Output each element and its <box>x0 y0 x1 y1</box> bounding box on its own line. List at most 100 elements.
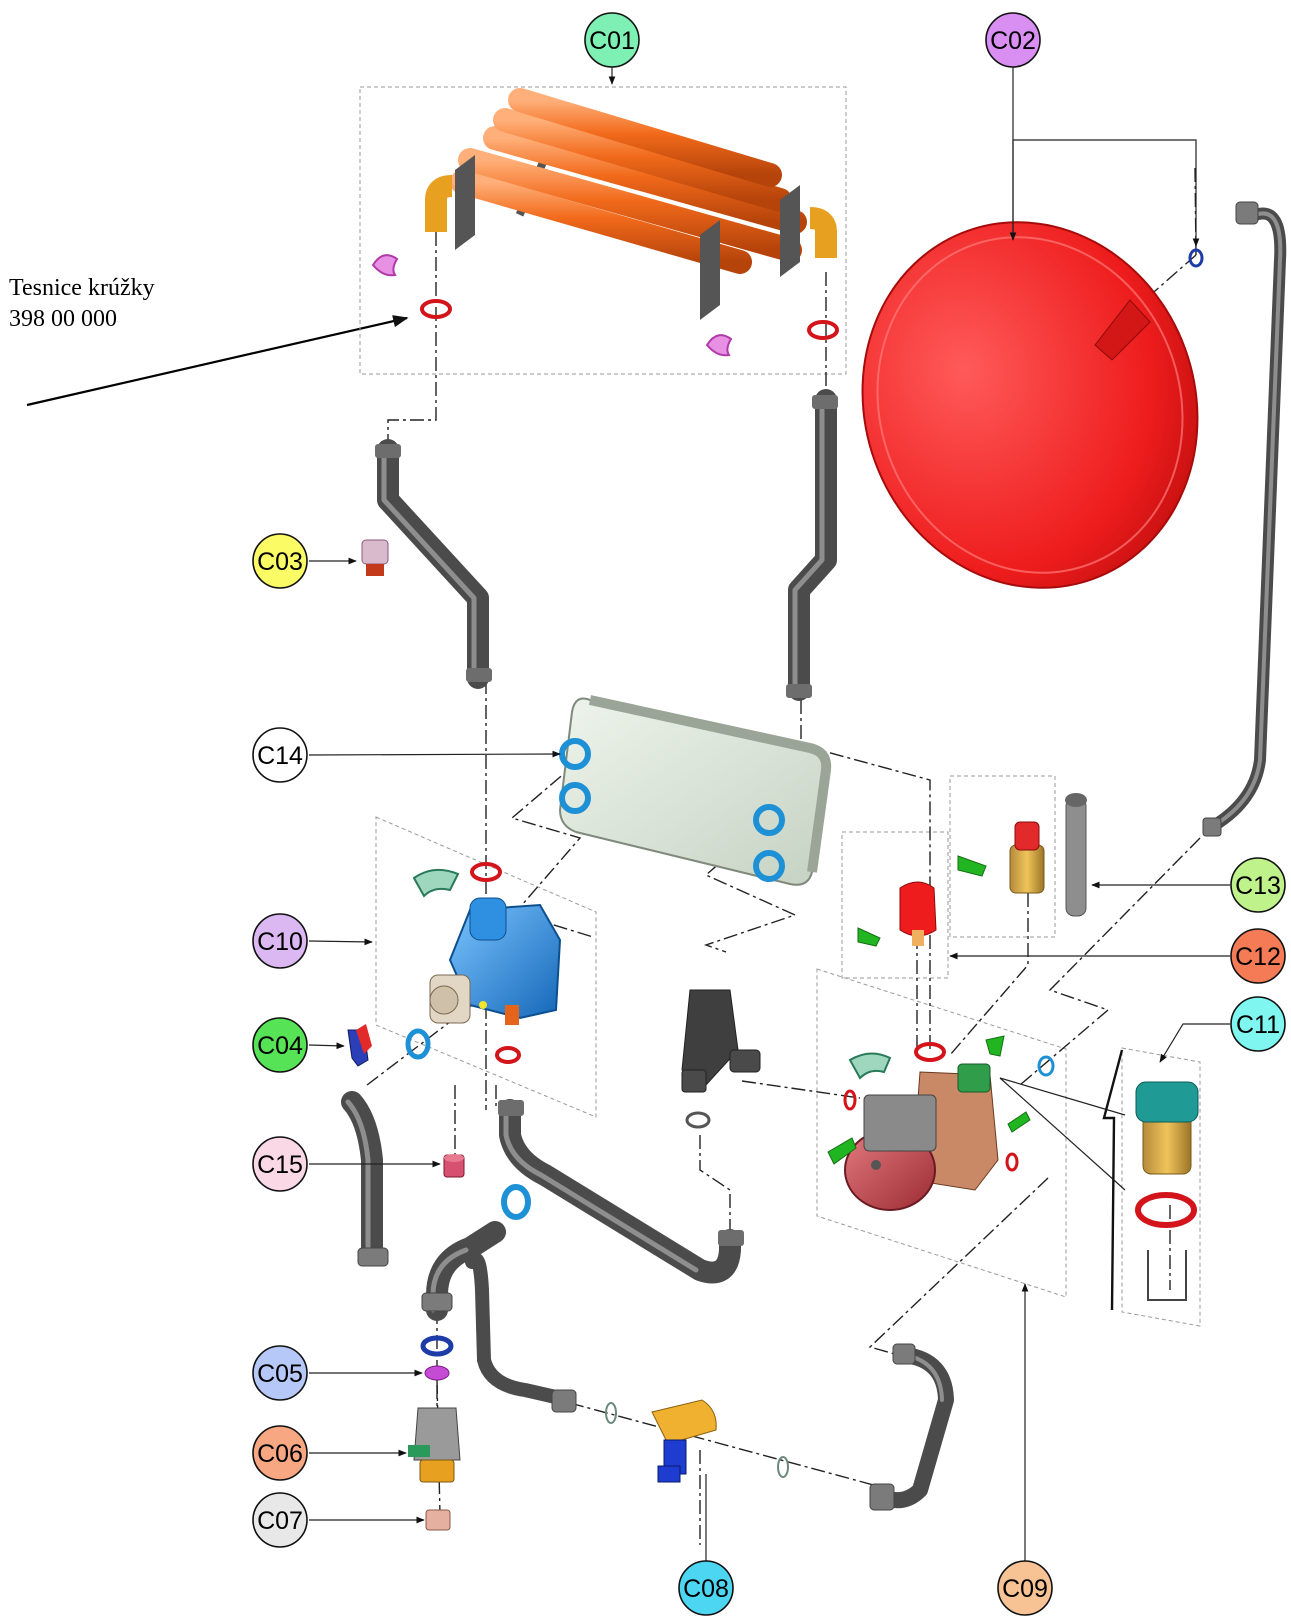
badge-label: C14 <box>257 742 303 770</box>
flow-pipe-left[interactable] <box>375 439 492 689</box>
badge-circle <box>252 1425 308 1481</box>
seal-ring-right[interactable] <box>807 320 839 340</box>
badge-c05[interactable]: C05 <box>252 1345 308 1401</box>
badge-circle <box>252 913 308 969</box>
filling-tap[interactable] <box>651 1399 717 1483</box>
clip-pink-right[interactable] <box>705 334 733 357</box>
lower-feed-pipe[interactable] <box>421 1221 577 1413</box>
badge-circle <box>252 1345 308 1401</box>
vessel-connection-pipe[interactable] <box>1202 201 1287 837</box>
circulation-pump[interactable] <box>844 1063 999 1211</box>
clip-green-c10[interactable] <box>412 868 460 898</box>
clip-green-pump-front[interactable] <box>827 1137 857 1165</box>
pump-side-seal[interactable] <box>1037 1055 1055 1077</box>
c13-group-box <box>949 775 1056 938</box>
c10-lower-seal[interactable] <box>495 1046 521 1064</box>
pump-left-seal[interactable] <box>843 1089 857 1111</box>
air-vent-valve[interactable] <box>1135 1081 1199 1175</box>
primary-heat-exchanger[interactable] <box>425 88 837 320</box>
badge-c03[interactable]: C03 <box>252 533 308 589</box>
c11-leader-lines <box>999 1049 1126 1311</box>
exchanger-plate-mid <box>700 220 720 320</box>
exchanger-outlet-right <box>809 207 837 258</box>
seal-rings-note: Tesnice krúžky 398 00 000 <box>9 275 409 407</box>
badge-circle <box>584 12 640 68</box>
badge-circle <box>252 727 308 783</box>
plate-port-2 <box>559 782 591 814</box>
clip-green-pump-top[interactable] <box>985 1035 1005 1057</box>
c10-group-box <box>375 816 597 1118</box>
tap-seal-right[interactable] <box>777 1456 789 1478</box>
badge-c01[interactable]: C01 <box>584 12 640 68</box>
lower-left-pipe[interactable] <box>341 1091 389 1267</box>
safety-valve[interactable] <box>408 1407 461 1483</box>
badge-label: C12 <box>1235 943 1281 971</box>
badge-c06[interactable]: C06 <box>252 1425 308 1481</box>
badge-c15[interactable]: C15 <box>252 1136 308 1192</box>
badge-label: C07 <box>257 1507 303 1535</box>
badge-c07[interactable]: C07 <box>252 1492 308 1548</box>
seal-ring-left[interactable] <box>420 299 452 319</box>
vessel-seal-ring[interactable] <box>1188 248 1204 268</box>
clip-pink-left[interactable] <box>371 254 399 277</box>
badge-c02[interactable]: C02 <box>985 12 1041 68</box>
badge-label: C09 <box>1002 1575 1048 1603</box>
badge-c04[interactable]: C04 <box>252 1017 308 1073</box>
badge-c13[interactable]: C13 <box>1230 857 1286 913</box>
badge-label: C03 <box>257 548 303 576</box>
pump-top-seal[interactable] <box>914 1042 946 1062</box>
badge-c12[interactable]: C12 <box>1230 928 1286 984</box>
badge-label: C05 <box>257 1360 303 1388</box>
temperature-sensor[interactable] <box>361 539 389 576</box>
badge-circle <box>1230 928 1286 984</box>
clip-green-pump-left[interactable] <box>848 1052 892 1080</box>
seal-rings-note-line1: Tesnice krúžky <box>9 275 155 301</box>
middle-u-pipe[interactable] <box>498 1099 744 1284</box>
badge-circle <box>252 1136 308 1192</box>
c01-group-box <box>359 86 847 375</box>
auto-air-vent[interactable] <box>1009 821 1045 894</box>
pump-right-seal[interactable] <box>1005 1152 1019 1172</box>
badge-circle <box>985 12 1041 68</box>
pressure-switch[interactable] <box>899 881 937 946</box>
badge-c11[interactable]: C11 <box>1230 996 1286 1052</box>
badge-c08[interactable]: C08 <box>678 1560 734 1616</box>
badge-circle <box>1230 857 1286 913</box>
middle-pipe-seal[interactable] <box>501 1184 531 1220</box>
lower-right-pipe[interactable] <box>869 1343 954 1511</box>
badge-leaders <box>308 64 1230 1562</box>
clip-green-pump-right[interactable] <box>1007 1111 1031 1133</box>
badge-circle <box>997 1560 1053 1616</box>
badge-c14[interactable]: C14 <box>252 727 308 783</box>
three-way-connector[interactable] <box>681 989 761 1093</box>
expansion-vessel[interactable] <box>812 175 1249 636</box>
small-valve-insert[interactable] <box>443 1154 465 1178</box>
badge-label: C10 <box>257 928 303 956</box>
c10-seal-ring[interactable] <box>470 862 502 882</box>
clip-red-blue[interactable] <box>347 1024 372 1067</box>
lower-seal-purple[interactable] <box>424 1365 450 1381</box>
badge-c09[interactable]: C09 <box>997 1560 1053 1616</box>
badge-circle <box>252 1017 308 1073</box>
clip-green-c12[interactable] <box>857 927 881 947</box>
diverter-valve[interactable] <box>429 897 562 1025</box>
lower-seal-blue[interactable] <box>420 1335 454 1357</box>
exchanger-plate-left <box>455 155 475 250</box>
c10-side-seal[interactable] <box>405 1028 431 1060</box>
badge-label: C04 <box>257 1032 303 1060</box>
tap-seal-left[interactable] <box>605 1402 617 1424</box>
drain-plug[interactable] <box>425 1509 451 1531</box>
air-vent-seal[interactable] <box>1135 1192 1197 1228</box>
plate-heat-exchanger[interactable] <box>558 695 832 886</box>
clip-green-c13[interactable] <box>957 855 987 877</box>
note-arrow <box>26 315 409 407</box>
drain-tube[interactable] <box>1065 793 1087 917</box>
connector-seal[interactable] <box>685 1111 711 1129</box>
return-pipe-right[interactable] <box>786 389 838 701</box>
badge-c10[interactable]: C10 <box>252 913 308 969</box>
badge-circle <box>1230 996 1286 1052</box>
plate-port-1 <box>559 738 591 770</box>
badge-label: C01 <box>589 27 635 55</box>
plate-port-4 <box>753 850 785 882</box>
